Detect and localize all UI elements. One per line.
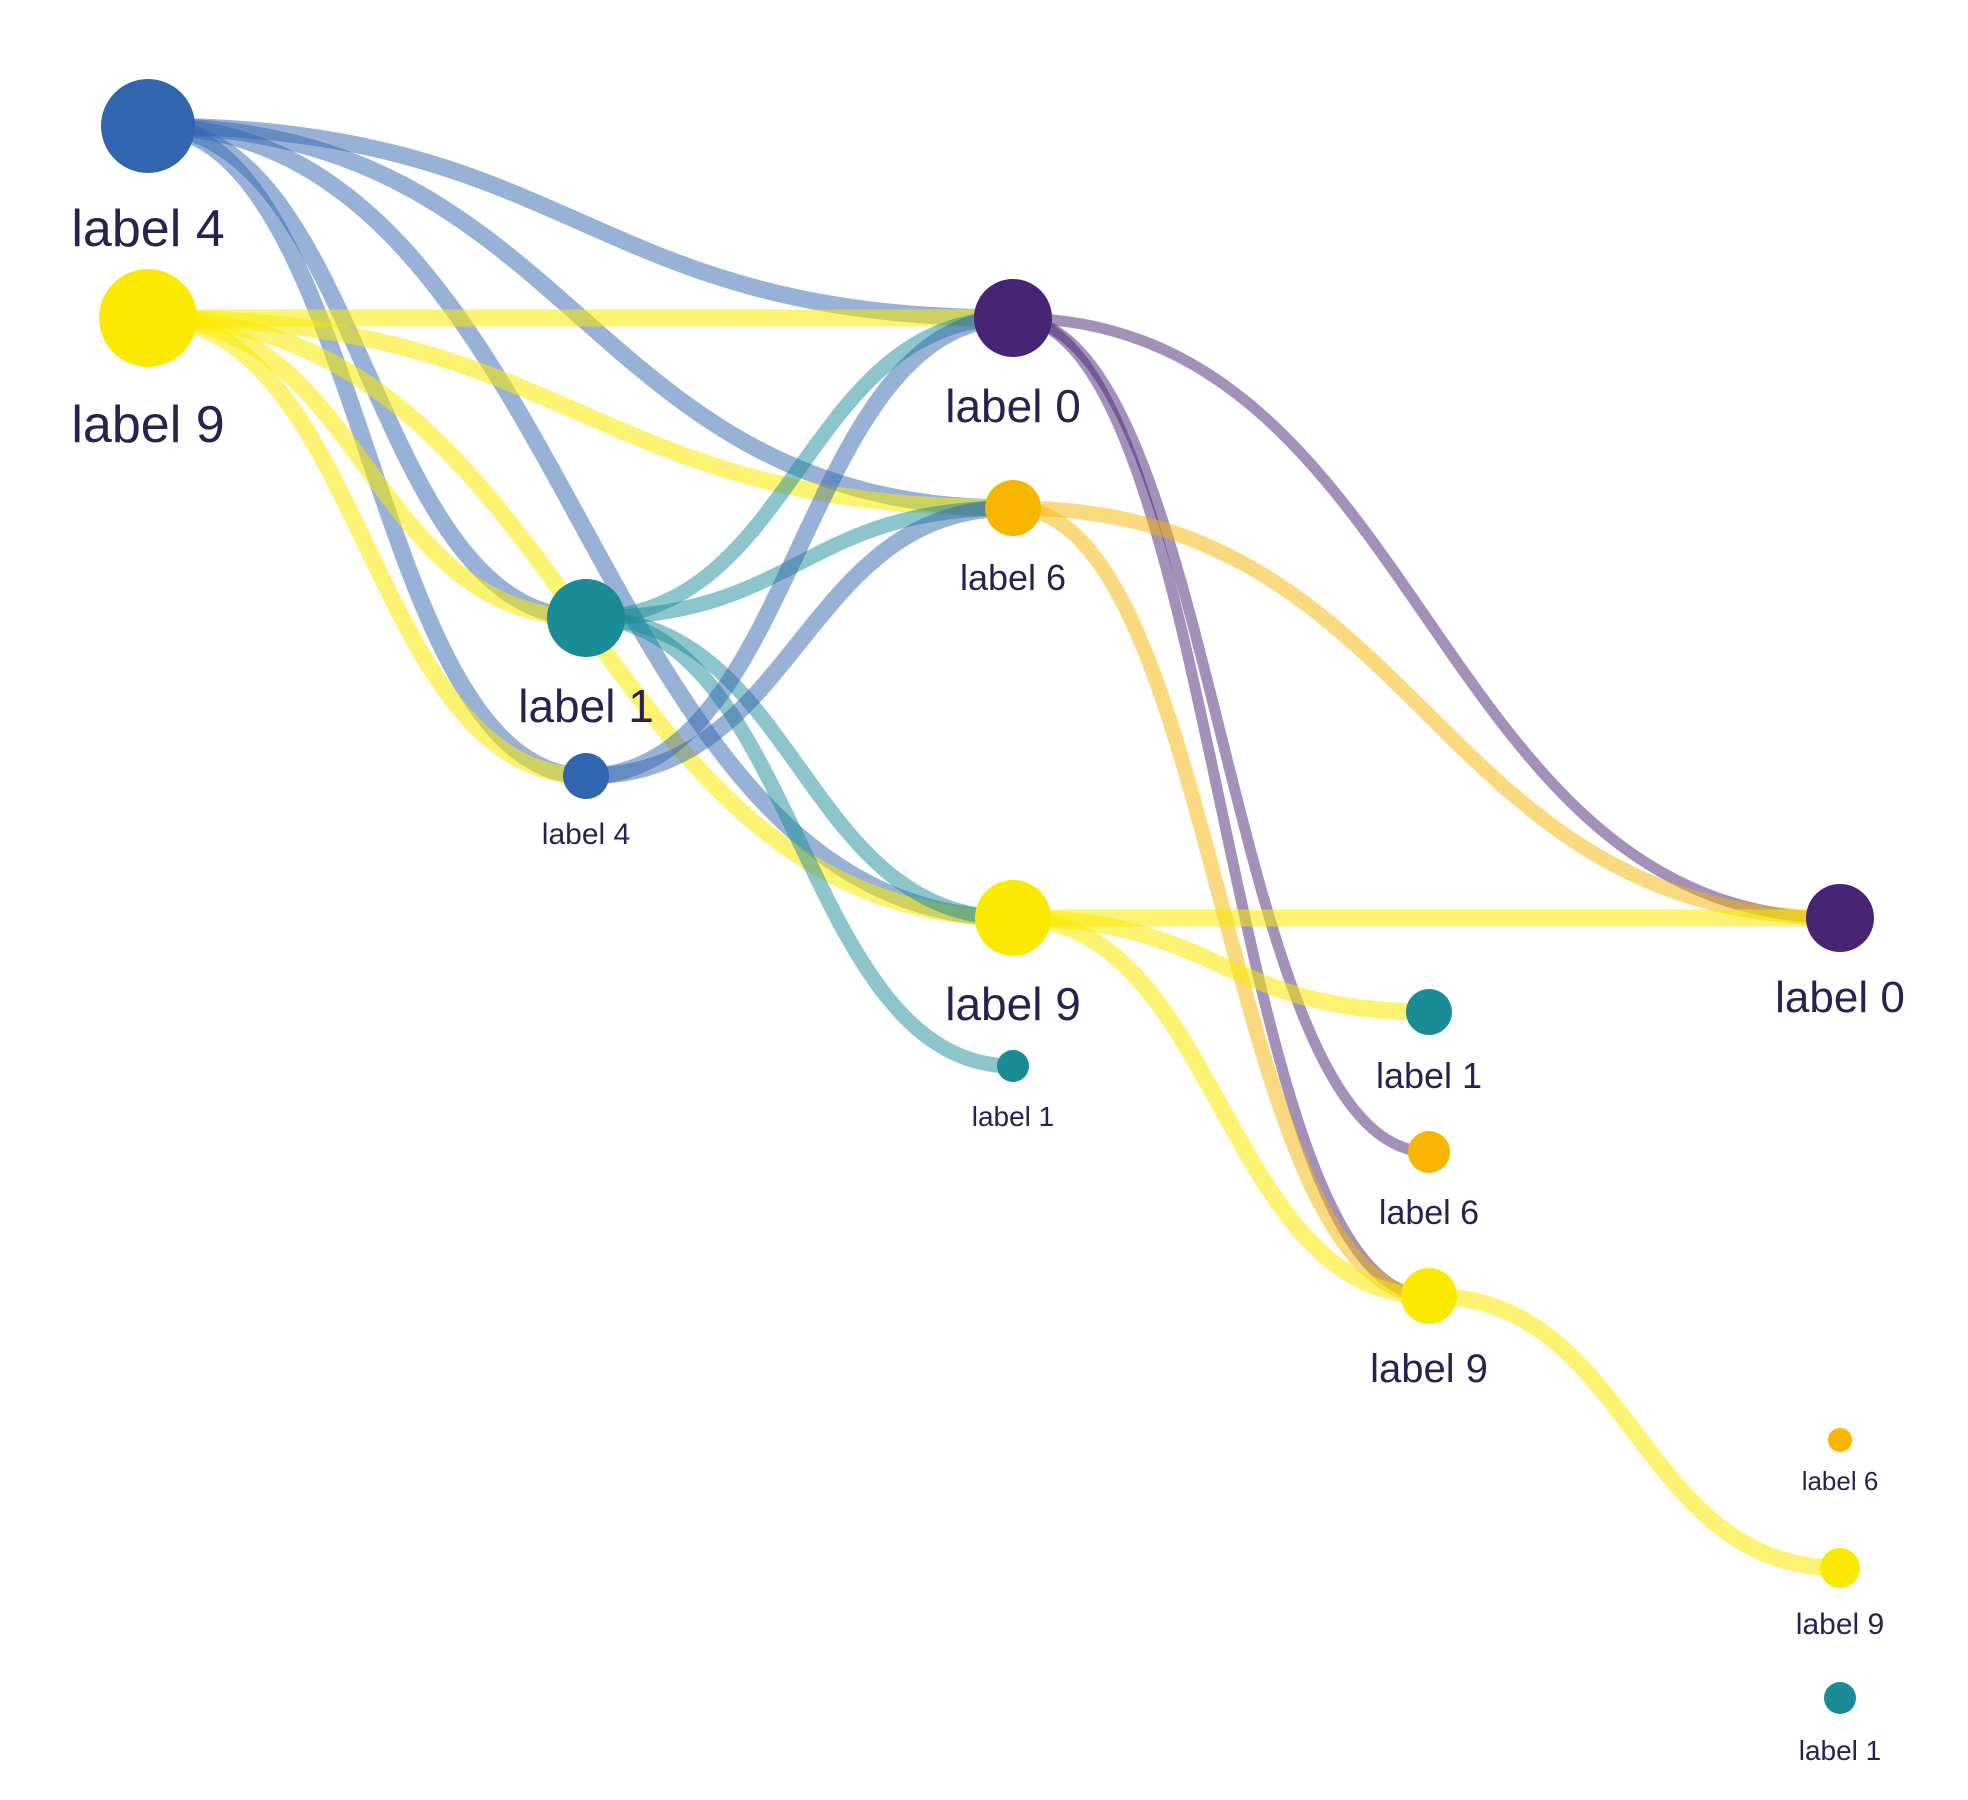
- edge-c6-e0: [1005, 500, 1848, 926]
- edge-b4-c0: [577, 309, 1022, 785]
- node-label-e1: label 1: [1799, 1735, 1882, 1766]
- node-c9: [975, 880, 1051, 956]
- node-e9: [1820, 1548, 1860, 1588]
- node-a9: [99, 269, 197, 367]
- labels-layer: label 4 label 9 label 1 label 4 label 0 label…: [71, 200, 1904, 1766]
- edge-c0-d9: [1007, 312, 1435, 1302]
- node-b1: [547, 579, 625, 657]
- node-label-a9: label 9: [71, 396, 224, 454]
- edge-a4-c9: [139, 117, 1022, 927]
- node-a4: [101, 79, 195, 173]
- node-label-d9: label 9: [1370, 1347, 1488, 1391]
- edge-a4-c0: [139, 117, 1022, 327]
- node-label-d6: label 6: [1379, 1194, 1479, 1232]
- node-e1: [1824, 1682, 1856, 1714]
- node-label-a4: label 4: [71, 200, 224, 258]
- node-label-c1: label 1: [972, 1101, 1055, 1132]
- node-label-d1: label 1: [1376, 1055, 1482, 1096]
- node-d1: [1406, 989, 1452, 1035]
- edge-b1-c0: [578, 310, 1021, 626]
- edge-b1-c1: [578, 610, 1021, 1074]
- node-label-e9: label 9: [1796, 1608, 1884, 1641]
- edge-c9-d9: [1004, 909, 1438, 1305]
- nodes-layer: [99, 79, 1874, 1714]
- node-e6: [1828, 1428, 1852, 1452]
- node-e0: [1806, 884, 1874, 952]
- node-b4: [563, 753, 609, 799]
- node-label-c6: label 6: [960, 557, 1066, 598]
- node-label-b4: label 4: [542, 818, 630, 851]
- node-c6: [985, 480, 1041, 536]
- edge-c9-d1: [1004, 909, 1438, 1021]
- edge-c0-e0: [1007, 312, 1846, 924]
- node-label-e6: label 6: [1802, 1466, 1879, 1496]
- node-d9: [1401, 1268, 1457, 1324]
- edge-a9-b4: [139, 309, 595, 785]
- edge-a9-c6: [139, 309, 1022, 517]
- node-c1: [997, 1050, 1029, 1082]
- edge-b4-c6: [577, 499, 1022, 785]
- node-d6: [1408, 1131, 1450, 1173]
- edge-c6-d9: [1005, 500, 1437, 1304]
- node-label-b1: label 1: [518, 680, 654, 732]
- node-label-c9: label 9: [945, 978, 1081, 1030]
- node-label-e0: label 0: [1775, 973, 1905, 1022]
- edge-a4-b4: [139, 117, 595, 785]
- node-label-c0: label 0: [945, 380, 1081, 432]
- edges-layer: [139, 117, 1849, 1577]
- edge-d9-e9: [1420, 1287, 1849, 1577]
- node-c0: [974, 279, 1052, 357]
